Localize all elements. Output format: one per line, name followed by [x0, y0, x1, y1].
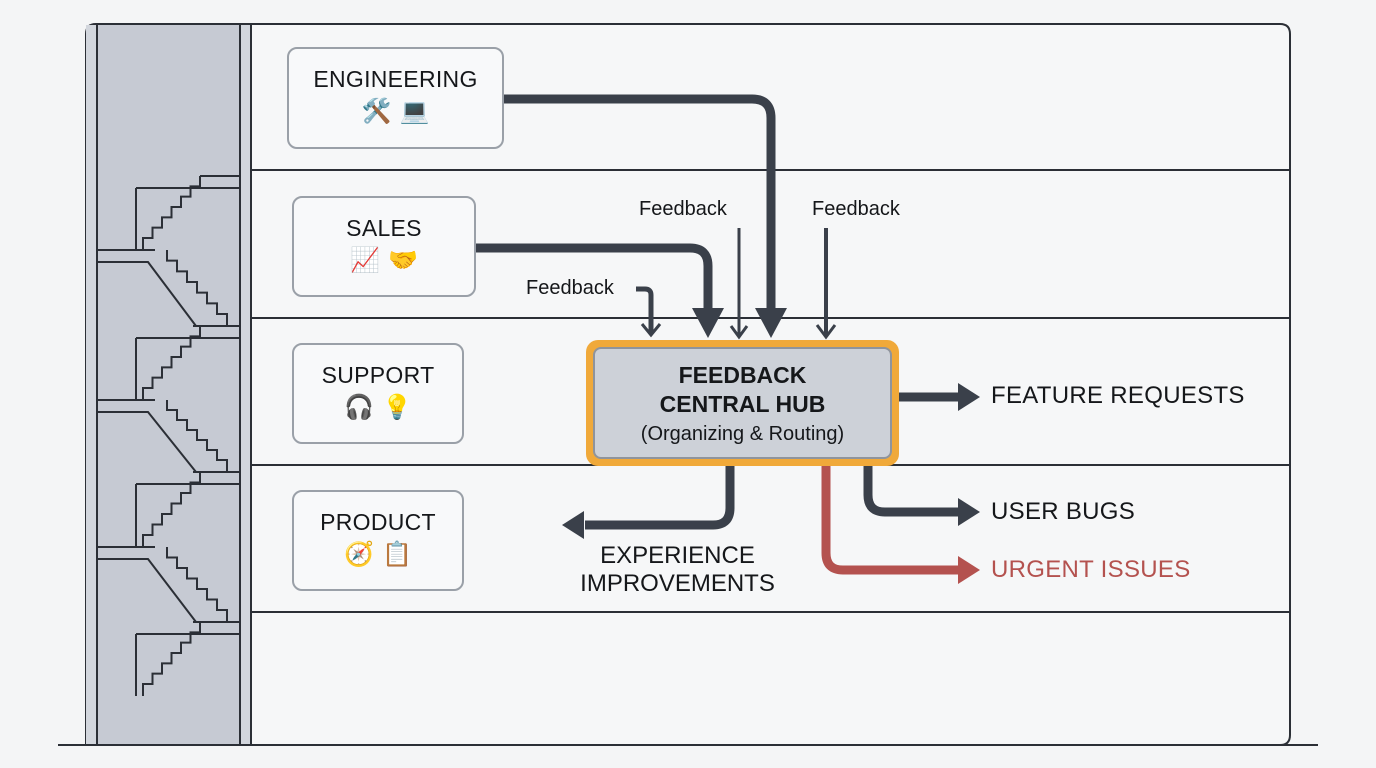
- headphones-icon: 🎧: [344, 394, 374, 421]
- urgent-issues-arrowhead: [958, 556, 980, 584]
- stair-steps: [142, 622, 201, 696]
- laptop-icon: 💻: [399, 98, 430, 125]
- dept-support-label: SUPPORT: [321, 362, 435, 388]
- chart-increasing-icon: 📈: [350, 247, 380, 274]
- urgent-issues-label: URGENT ISSUES: [991, 556, 1191, 583]
- dept-product[interactable]: PRODUCT 🧭 📋: [292, 490, 464, 591]
- feedback-label-right: Feedback: [812, 198, 900, 220]
- dept-sales-label: SALES: [346, 215, 422, 241]
- stair-rail: [97, 261, 197, 327]
- experience-label-line2: IMPROVEMENTS: [580, 570, 775, 597]
- sales-arrow: [476, 243, 713, 312]
- dept-support[interactable]: SUPPORT 🎧 💡: [292, 343, 464, 444]
- dept-engineering[interactable]: ENGINEERING 🛠️ 💻: [287, 47, 504, 149]
- dept-sales[interactable]: SALES 📈 🤝: [292, 196, 476, 297]
- stair-steps: [166, 400, 228, 472]
- clipboard-icon: 📋: [382, 541, 412, 568]
- stair-rail: [97, 558, 197, 623]
- dept-engineering-label: ENGINEERING: [313, 66, 478, 92]
- feature-requests-label: FEATURE REQUESTS: [991, 382, 1245, 409]
- light-bulb-icon: 💡: [382, 394, 412, 421]
- feedback-arrowhead-right: [815, 324, 837, 340]
- experience-improvements-arrowhead: [562, 511, 584, 539]
- feature-requests-arrowhead: [958, 383, 980, 411]
- feedback-label-left: Feedback: [526, 277, 614, 299]
- compass-icon: 🧭: [344, 541, 374, 568]
- stairwell: [86, 25, 252, 745]
- hub-title-line1: FEEDBACK: [678, 362, 807, 388]
- hammer-and-wrench-icon: 🛠️: [361, 98, 392, 125]
- feedback-central-hub[interactable]: FEEDBACK CENTRAL HUB (Organizing & Routi…: [586, 340, 899, 466]
- feedback-arrowhead-middle: [729, 325, 749, 340]
- hub-subtitle: (Organizing & Routing): [640, 423, 845, 445]
- handshake-icon: 🤝: [388, 247, 418, 274]
- stair-steps: [142, 326, 201, 400]
- engineering-arrow: [503, 94, 776, 312]
- experience-improvements-arrow: [585, 462, 735, 530]
- hub-title-line2: CENTRAL HUB: [659, 391, 826, 417]
- user-bugs-arrow: [863, 462, 960, 517]
- dept-product-label: PRODUCT: [320, 509, 436, 535]
- feedback-label-middle: Feedback: [639, 198, 727, 220]
- feedback-arrowhead-left: [640, 323, 662, 338]
- stair-steps: [166, 547, 228, 622]
- stair-steps: [166, 250, 228, 326]
- feedback-arrow-left: [636, 286, 654, 334]
- stair-steps: [142, 176, 201, 250]
- user-bugs-label: USER BUGS: [991, 498, 1136, 525]
- urgent-issues-arrow: [821, 462, 960, 575]
- experience-improvements-label: EXPERIENCE IMPROVEMENTS: [570, 542, 785, 598]
- stair-steps: [142, 472, 201, 547]
- user-bugs-arrowhead: [958, 498, 980, 526]
- sales-arrowhead: [692, 308, 724, 338]
- engineering-arrowhead: [755, 308, 787, 338]
- experience-label-line1: EXPERIENCE: [600, 542, 755, 569]
- stair-rail: [97, 411, 197, 473]
